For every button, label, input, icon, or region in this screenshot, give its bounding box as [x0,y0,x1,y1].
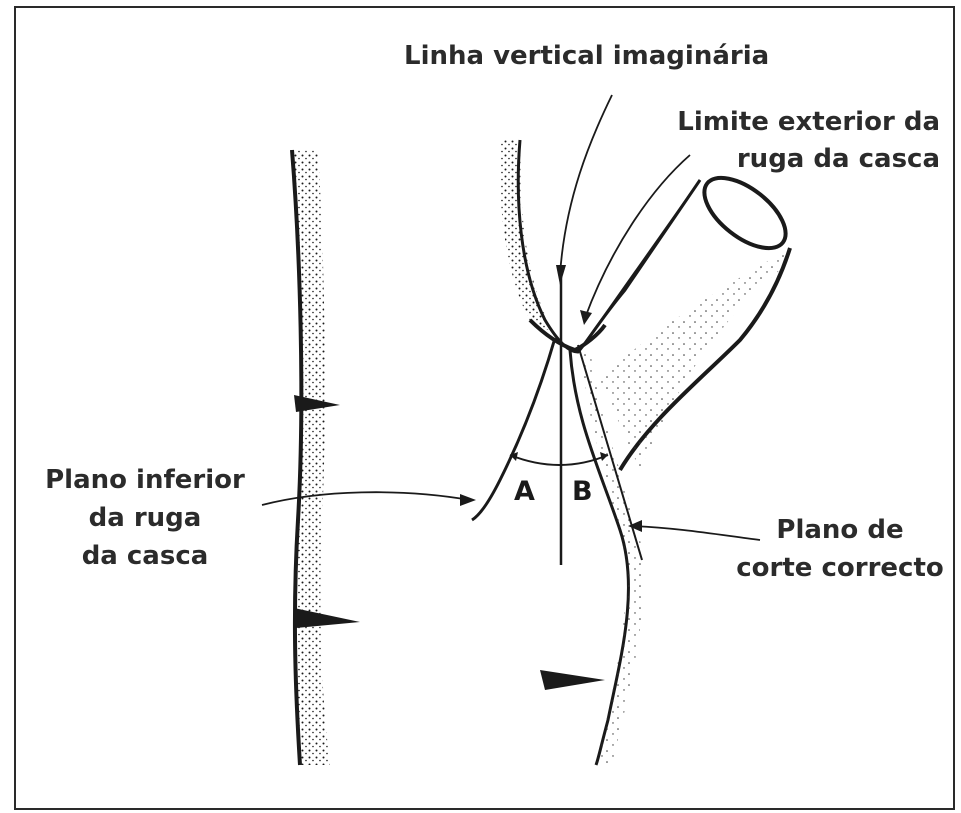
label-outer-limit-line2: ruga da casca [640,141,940,177]
angle-label-a: A [514,476,535,507]
outer-limit-leader [585,155,690,318]
label-lower-plane-line3: da casca [30,538,260,574]
label-cut-plane-line2: corte correcto [725,550,955,586]
lower-plane-arrow [460,494,476,506]
label-cut-plane-line1: Plano de [725,512,955,548]
outer-limit-arrow [580,310,592,325]
lower-plane-leader [262,492,470,505]
label-vertical-line: Linha vertical imaginária [404,38,769,74]
trunk-right-edge [500,140,700,765]
vertical-line-leader [560,95,612,275]
label-lower-plane-line2: da ruga [30,500,260,536]
trunk-left-edge [292,150,360,765]
branch [580,165,798,470]
label-lower-plane-line1: Plano inferior [30,462,260,498]
angle-label-b: B [572,476,593,507]
label-outer-limit-line1: Limite exterior da [640,104,940,140]
